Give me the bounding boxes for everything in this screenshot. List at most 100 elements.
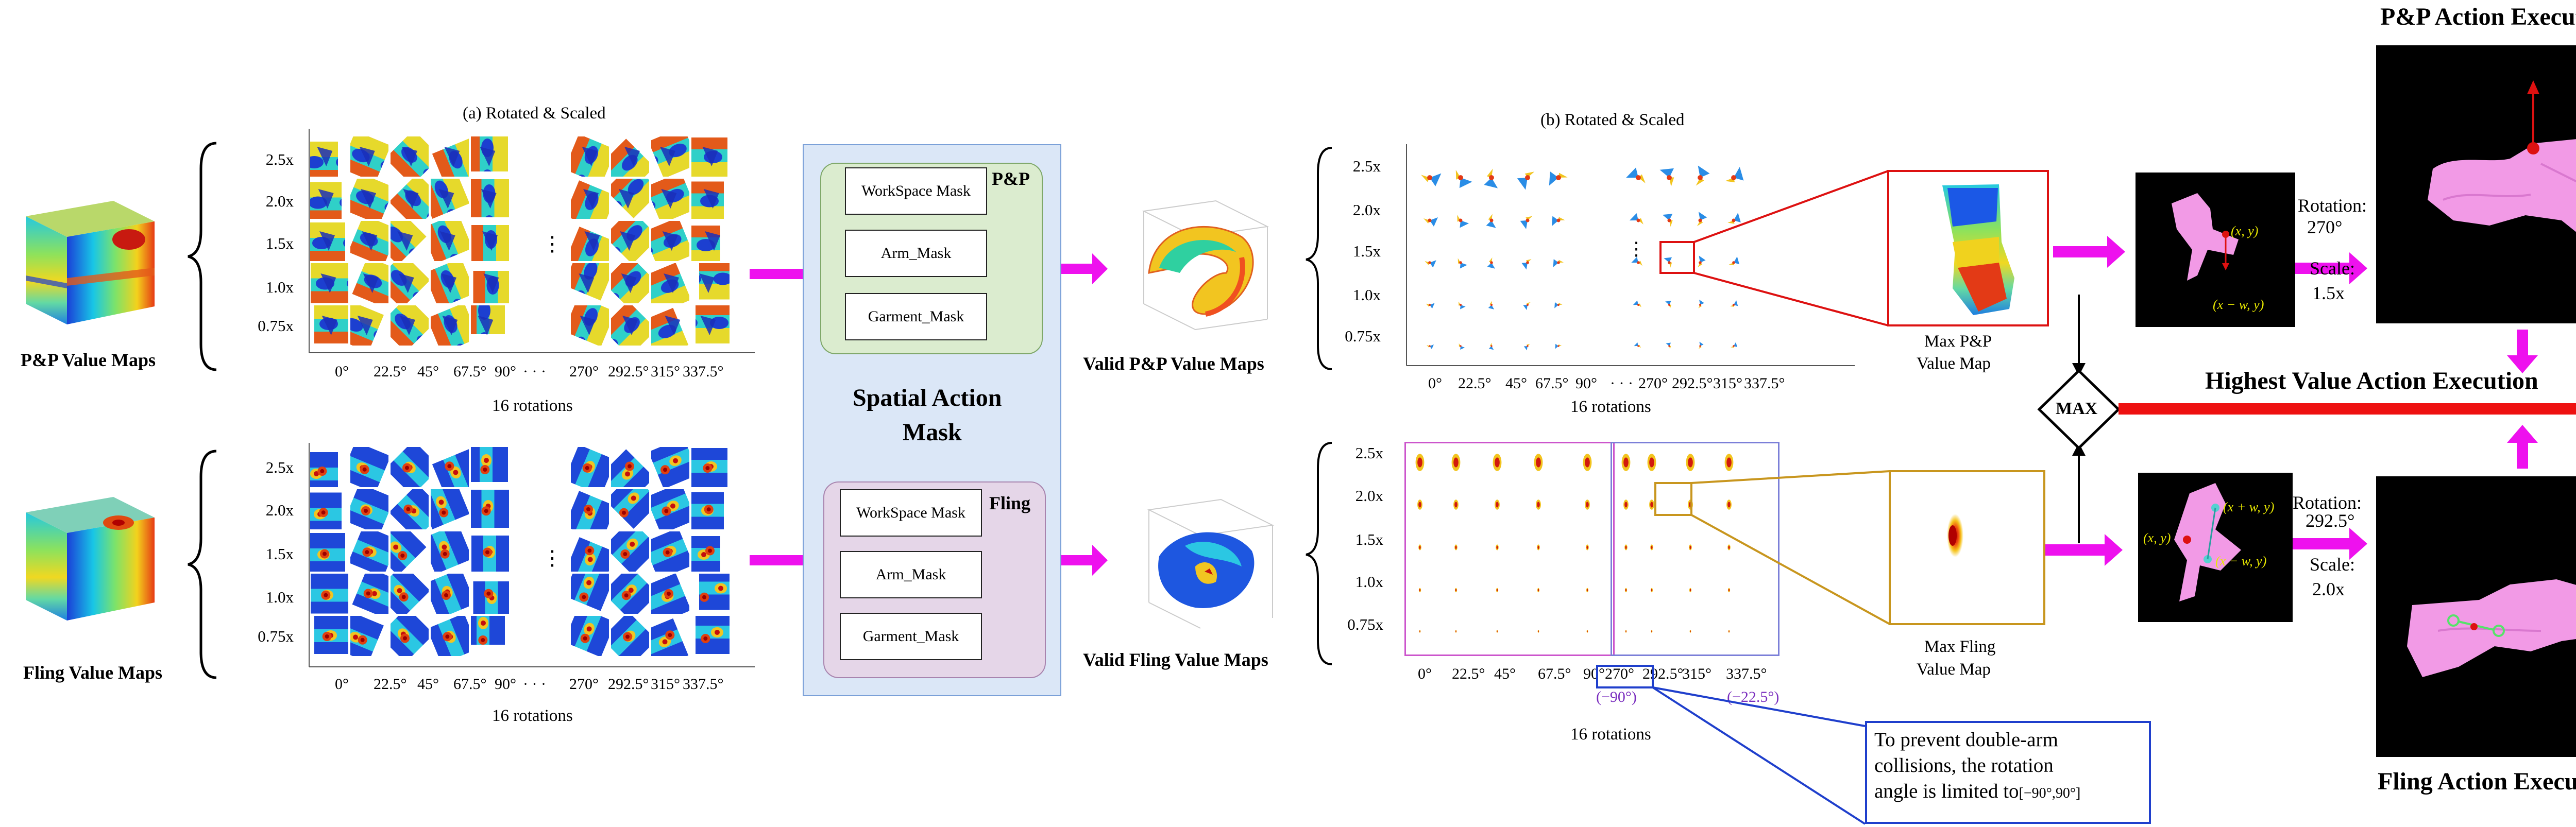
fling-sparse-mark xyxy=(1689,630,1691,633)
heatmap-cell xyxy=(571,616,609,656)
fling-sparse-mark xyxy=(1625,630,1627,633)
pp-sparse-mark xyxy=(1698,341,1704,349)
fling-sparse-mark xyxy=(1686,454,1695,471)
pp-sparse-frame xyxy=(1406,144,1855,366)
pp-garment-mask: Garment_Mask xyxy=(845,293,987,340)
pp-sparse-mark xyxy=(1488,342,1494,350)
pp-grid-frame xyxy=(309,129,755,353)
valid-fling-label: Valid Fling Value Maps xyxy=(1083,649,1268,670)
pp-sparse-mark xyxy=(1523,302,1531,311)
heatmap-cell xyxy=(699,263,730,300)
pp-sparse-angle-0: 0° xyxy=(1428,375,1442,392)
pp-sparse-ellipsis: ⋮ xyxy=(1627,238,1646,259)
heatmap-cell xyxy=(431,616,469,656)
fling-sparse-scale-3: 1.0x xyxy=(1355,573,1383,591)
pp-sparse-mark xyxy=(1631,256,1642,266)
heatmap-cell xyxy=(350,489,388,529)
pp-sparse-mark xyxy=(1486,214,1496,228)
pp-scale-0: 2.5x xyxy=(265,150,294,168)
heatmap-cell xyxy=(611,616,649,656)
fling-sparse-angle-3: 67.5° xyxy=(1538,665,1571,682)
fling-sparse-angle-1: 22.5° xyxy=(1452,665,1485,682)
fling-sparse-grid xyxy=(1415,454,1734,633)
fling-sparse-mark xyxy=(1726,499,1732,510)
pp-value-maps-label: P&P Value Maps xyxy=(21,350,156,370)
fling-exec-title: Fling Action Execution xyxy=(2378,768,2576,795)
fling-sparse-mark xyxy=(1534,454,1543,471)
fling-sparse-mark xyxy=(1649,499,1654,510)
pp-sparse-mark xyxy=(1664,257,1672,268)
fling-scale-2: 1.5x xyxy=(265,545,294,563)
fling-sparse-mark xyxy=(1689,588,1692,593)
pp-sparse-scale-2: 1.5x xyxy=(1352,242,1381,260)
rotation-limit-note: To prevent double-arm collisions, the ro… xyxy=(1865,721,2151,824)
fling-sparse-mark xyxy=(1647,454,1656,471)
fling-angle-8: 315° xyxy=(651,676,680,693)
fling-sparse-mark xyxy=(1537,544,1540,550)
fling-angle-5: · · · xyxy=(523,676,546,693)
fling-sparse-mark xyxy=(1621,454,1631,471)
fling-sparse-mark xyxy=(1454,588,1458,593)
pp-sparse-mark xyxy=(1554,302,1563,308)
pp-scale-1: 2.0x xyxy=(265,192,294,210)
heatmap-cell xyxy=(471,447,508,482)
pp-sparse-mark xyxy=(1488,301,1495,309)
fling-sparse-mark xyxy=(1624,588,1628,593)
pp-sparse-mark xyxy=(1459,301,1466,309)
heatmap-cell xyxy=(350,447,388,487)
pp-sparse-mark xyxy=(1553,259,1564,267)
fling-sparse-scale-4: 0.75x xyxy=(1347,615,1383,633)
brace-right-top xyxy=(1306,147,1332,370)
pp-sparse-mark xyxy=(1665,301,1672,309)
heatmap-cell xyxy=(471,536,509,572)
max-pp-label-2: Value Map xyxy=(1917,354,1991,373)
fling-sparse-mark xyxy=(1585,499,1590,510)
pp-sparse-scale-0: 2.5x xyxy=(1352,157,1381,175)
fling-sparse-mark xyxy=(1418,588,1421,593)
pp-grid-ellipsis: ⋮ xyxy=(542,232,563,255)
heatmap-cell xyxy=(350,136,388,177)
pp-exec-title: P&P Action Execution xyxy=(2380,3,2576,30)
fling-scale-4: 0.75x xyxy=(258,627,294,645)
heatmap-cell xyxy=(696,305,730,343)
heatmap-cell xyxy=(310,533,345,572)
heatmap-cell xyxy=(310,222,345,261)
heatmap-cell xyxy=(571,491,609,529)
pp-sparse-mark xyxy=(1662,214,1673,227)
fling-small-scene: (x + w, y) (x, y) (x − w, y) xyxy=(2138,473,2293,622)
fling-sparse-mark xyxy=(1727,588,1731,593)
fling-grid-ellipsis: ⋮ xyxy=(542,546,563,570)
pp-sparse-mark xyxy=(1696,165,1710,186)
max-node-label: MAX xyxy=(2056,399,2098,418)
fling-grid-rotations: 16 rotations xyxy=(492,707,573,725)
heatmap-cell xyxy=(691,492,724,529)
heatmap-cell xyxy=(691,536,720,572)
fling-exec-scene xyxy=(2376,476,2576,757)
pp-sparse-mark xyxy=(1427,344,1434,349)
pp-sparse-mark xyxy=(1517,171,1535,190)
heatmap-cell xyxy=(691,448,727,487)
fling-angle-4: 90° xyxy=(495,676,516,693)
heatmap-cell xyxy=(432,138,469,177)
spatial-mask-title-1: Spatial Action xyxy=(853,384,1002,411)
fling-sparse-mark xyxy=(1536,499,1541,510)
brace-right-bottom xyxy=(1306,442,1332,665)
pp-sparse-angle-8: 315° xyxy=(1713,375,1742,392)
pp-sparse-angle-9: 337.5° xyxy=(1744,375,1785,392)
fling-sparse-mark xyxy=(1415,454,1425,471)
pp-sparse-mark xyxy=(1555,343,1562,349)
heatmap-cell xyxy=(651,221,689,261)
fling-arm-mask: Arm_Mask xyxy=(840,551,982,598)
brace-bottom-left xyxy=(188,450,217,679)
pp-small-xy: (x, y) xyxy=(2231,223,2258,238)
fling-scale-3: 1.0x xyxy=(265,588,294,606)
fling-sparse-angle-5: 270° xyxy=(1605,665,1634,682)
fling-sparse-rotations: 16 rotations xyxy=(1570,725,1651,744)
heatmap-cell xyxy=(651,179,689,219)
heatmap-cell xyxy=(696,616,730,654)
fling-rotation-value: 292.5° xyxy=(2306,510,2355,531)
max-pp-label-1: Max P&P xyxy=(1924,332,1992,351)
neg-22-label: (−22.5°) xyxy=(1727,688,1780,705)
pp-arm-mask: Arm_Mask xyxy=(845,230,987,277)
